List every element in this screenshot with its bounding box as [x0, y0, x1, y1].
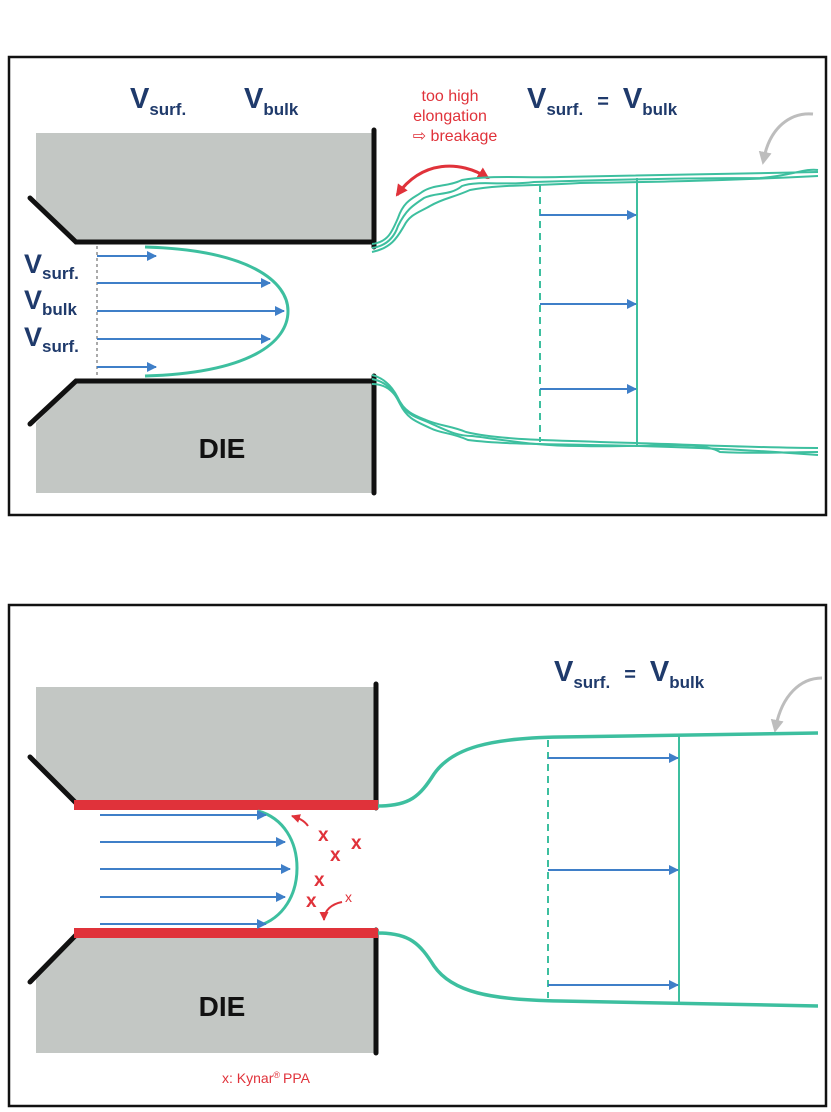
grey-indicator-arrow	[758, 112, 814, 165]
grey-indicator-arrow	[770, 676, 823, 733]
die-label: DIE	[199, 433, 246, 464]
extrudate-lower-edge	[371, 378, 819, 456]
ppa-particles: x x x x x x	[306, 825, 362, 912]
ppa-arrow-upper	[291, 814, 309, 827]
velocity-profile-plug	[257, 809, 299, 928]
label-v-bulk-left: Vbulk	[24, 285, 78, 319]
die-velocity-arrows	[97, 251, 285, 372]
die-upper-edge	[27, 681, 379, 811]
panel-bottom: DIE x x x x x x x: Kynar®PPA Vsurf.=Vbul…	[7, 603, 828, 1108]
extrudate-upper-edge-rough-2	[371, 175, 819, 253]
extrudate-upper-edge	[377, 731, 819, 808]
label-equation-top: Vsurf.=Vbulk	[527, 83, 678, 119]
label-v-surf-header: Vsurf.	[130, 83, 186, 119]
extrudate-velocity-arrows	[548, 753, 679, 990]
ppa-particle: x	[330, 845, 341, 866]
label-equation-bottom: Vsurf.=Vbulk	[554, 656, 705, 692]
extrudate-lower-edge-rough-2	[371, 374, 819, 449]
die-lower-block	[36, 381, 372, 493]
ppa-legend: x: Kynar®PPA	[222, 1070, 311, 1086]
breakage-note-line1: too high	[422, 88, 479, 105]
breakage-note-line3: ⇨ breakage	[413, 128, 498, 145]
ppa-particle: x	[306, 891, 317, 912]
breakage-note-line2: elongation	[413, 108, 487, 125]
die-label: DIE	[199, 991, 246, 1022]
ppa-particle: x	[314, 870, 325, 891]
ppa-particle: x	[345, 889, 352, 905]
panel-top: DIE Vsurf. Vbulk Vsurf. Vsurf. Vbulk Vsu…	[7, 55, 828, 517]
ppa-coating-lower	[74, 928, 378, 938]
die-lower-edge	[27, 927, 379, 1056]
label-v-bulk-header: Vbulk	[244, 83, 299, 119]
die-lower-edge	[27, 373, 377, 496]
die-upper-block	[36, 133, 372, 242]
extrudate-outline-bottom	[377, 731, 819, 1008]
label-v-surf-lower: Vsurf.	[24, 322, 79, 356]
ppa-particle: x	[318, 825, 329, 846]
ppa-particle: x	[351, 833, 362, 854]
velocity-profile-parabola	[144, 245, 290, 378]
label-v-surf-upper: Vsurf.	[24, 249, 79, 283]
breakage-note: too high elongation ⇨ breakage	[413, 88, 498, 145]
extrudate-outline-top	[371, 168, 819, 456]
die-upper-block	[36, 687, 374, 803]
ppa-arrow-lower	[319, 901, 343, 921]
breakage-double-arrow	[395, 164, 490, 197]
extrudate-velocity-arrows	[540, 210, 637, 394]
ppa-coating-upper	[74, 800, 378, 810]
die-lower-block	[36, 935, 374, 1053]
die-velocity-arrows	[100, 810, 291, 929]
extrudate-lower-edge	[377, 931, 819, 1008]
die-upper-edge	[27, 127, 377, 250]
extrudate-upper-edge	[371, 171, 819, 245]
